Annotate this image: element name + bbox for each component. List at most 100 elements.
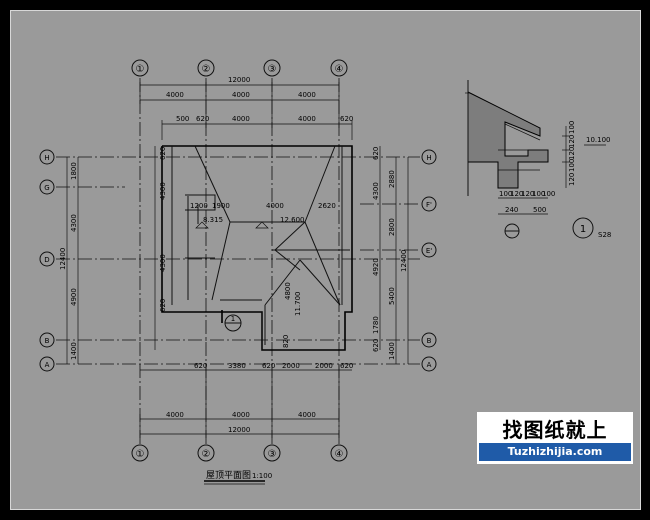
axis-left-g: G [44,184,49,192]
interior-dim-1: 1200 [190,202,208,210]
interior-dim-3: 4000 [266,202,284,210]
watermark-chinese-text: 找图纸就上 [502,418,608,442]
vertical-grid-lines [139,78,340,445]
roof-outline [161,145,353,351]
detail-dim-4: 100 [568,159,576,172]
eaves-section-hatch [467,91,549,189]
dim-left-4: 1400 [70,342,78,360]
dim-top-row2-5: 620 [340,115,353,123]
dim-right-inner-1: 620 [372,147,380,160]
detail-bottom-dim-2: 120 [510,190,523,198]
axis-left-d: D [44,256,49,264]
right-dim-texts: 620 4300 4920 1780 620 2880 2800 5400 14… [372,147,408,360]
dim-left-3: 4900 [70,288,78,306]
axis-top-2: ② [202,64,211,75]
detail-elevation: 10.100 [586,136,611,144]
axis-left-h: H [44,154,49,162]
dim-left-1: 1800 [70,162,78,180]
detail-bottom-dim-3: 120 [521,190,534,198]
detail-sheet-ref: S28 [598,231,611,239]
dim-top-bay-3: 4000 [298,91,316,99]
dim-top-row2-1: 500 [176,115,189,123]
dim-left-2: 4300 [70,214,78,232]
drawing-title-text: 屋顶平面图 [206,470,251,481]
detail-ref-circle [572,217,594,239]
elevation-marker-1 [195,221,209,229]
dim-bottom-row1-2: 3380 [228,362,246,370]
elevation-1: 8.315 [203,216,223,224]
detail-sub-dim-2: 500 [533,206,546,214]
left-dim-texts: 1800 4300 4900 1400 12400 620 4300 4300 … [59,147,167,360]
dim-bottom-bay-3: 4000 [298,411,316,419]
dim-right-total: 12400 [400,250,408,272]
dim-total-bottom: 12000 [228,426,250,434]
bottom-dim-texts: 620 3380 620 2000 2000 620 4000 4000 400… [166,362,353,434]
interior-dim-4: 2620 [318,202,336,210]
dim-bottom-row1-3: 620 [262,362,275,370]
top-dim-texts: 12000 4000 4000 4000 500 620 4000 4000 6… [166,76,353,123]
axis-right-a: A [427,361,432,369]
detail-dim-5: 120 [568,173,576,186]
detail-dim-2: 120 [568,135,576,148]
drawing-scale: 1:100 [252,472,272,480]
dim-top-row2-4: 4000 [298,115,316,123]
axis-top-3: ③ [268,64,277,75]
detail-sub-dim-1: 240 [505,206,518,214]
axis-right-e: E' [426,247,432,255]
detail-bottom-dim-1: 100 [499,190,512,198]
section-ref-label: 1 [231,315,235,323]
axis-top-1: ① [136,64,145,75]
detail-dim-1: 100 [568,121,576,134]
watermark-url: Tuzhizhijia.com [479,443,631,461]
axis-bubbles-right: H F' E' B A [421,149,437,372]
interior-dim-5: 4800 [284,282,292,300]
interior-dim-2: 1900 [212,202,230,210]
dim-left-inner-3: 4300 [159,254,167,272]
dim-right-3: 5400 [388,287,396,305]
roof-ridges [194,145,350,345]
axis-right-h: H [426,154,431,162]
dim-bottom-row1-1: 620 [194,362,207,370]
elevation-marker-2 [255,221,269,229]
dim-top-bay-1: 4000 [166,91,184,99]
dim-right-4: 1400 [388,342,396,360]
dim-right-1: 2880 [388,170,396,188]
axis-bubbles-left: H G D B A [39,149,55,372]
side-dimension-lines [66,146,409,364]
axis-bottom-1: ① [136,449,145,460]
axis-right-f: F' [426,201,432,209]
dim-right-inner-4: 1780 [372,316,380,334]
dim-left-total: 12400 [59,248,67,270]
dim-top-row2-3: 4000 [232,115,250,123]
axis-left-a: A [45,361,50,369]
dim-bottom-row1-5: 2000 [315,362,333,370]
dim-top-bay-2: 4000 [232,91,250,99]
top-dimension-lines [139,82,353,140]
axis-bottom-2: ② [202,449,211,460]
detail-ref-number: 1 [580,224,586,235]
detail-bottom-dim-4: 100 [532,190,545,198]
dim-bottom-bay-2: 4000 [232,411,250,419]
axis-top-4: ④ [335,64,344,75]
horizontal-grid-lines [56,156,420,365]
dim-total-top: 12000 [228,76,250,84]
axis-bottom-3: ③ [268,449,277,460]
dim-left-inner-1: 620 [159,147,167,160]
axis-bubbles-bottom: ① ② ③ ④ [131,444,348,462]
drawing-title: 屋顶平面图 1:100 [204,470,272,485]
interior-dim-6: 11.700 [294,292,302,317]
detail-bottom-dim-5: 100 [542,190,555,198]
dim-top-row2-2: 620 [196,115,209,123]
eaves-detail: 100 120 120 100 120 10.100 100 120 120 1… [465,80,611,239]
axis-bottom-4: ④ [335,449,344,460]
axis-bubbles-top: ① ② ③ ④ [131,59,348,77]
watermark-logo: 找图纸就上 Tuzhizhijia.com [477,412,633,464]
section-reference-marker: 1 [221,310,242,332]
elevation-2: 12.600 [280,216,305,224]
dim-right-2: 2800 [388,218,396,236]
dim-bottom-bay-1: 4000 [166,411,184,419]
dim-right-inner-5: 620 [372,339,380,352]
detail-dim-3: 120 [568,147,576,160]
